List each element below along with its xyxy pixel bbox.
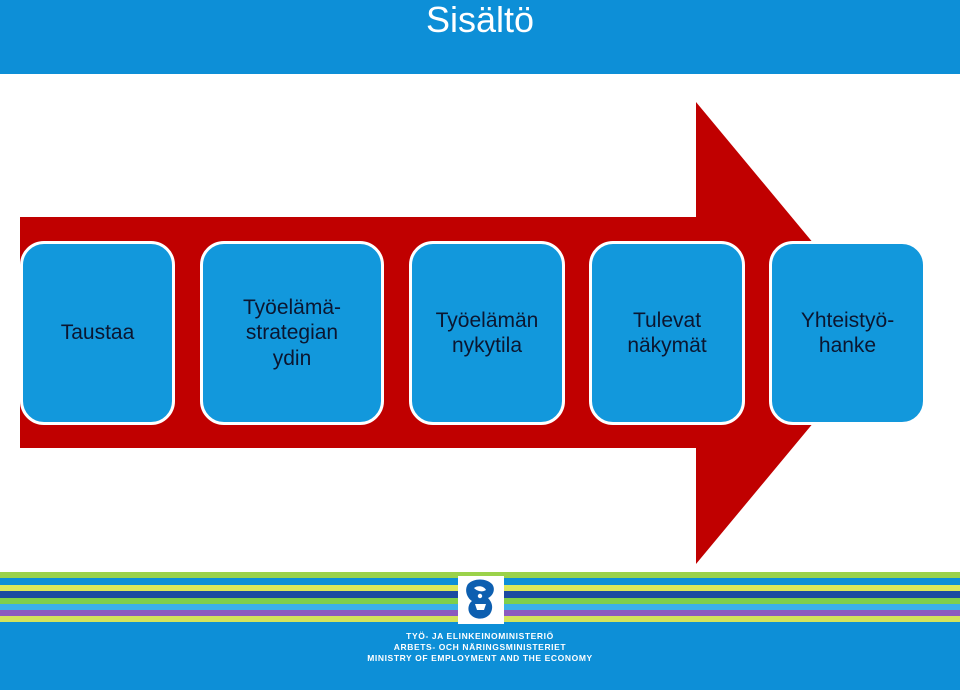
- step-box-5: Yhteistyö- hanke: [769, 241, 926, 425]
- header-bar: [0, 0, 960, 74]
- step-label-3: Työelämän nykytila: [435, 308, 539, 357]
- ministry-name-fi: TYÖ- JA ELINKEINOMINISTERIÖ: [406, 631, 554, 641]
- footer-bar: TYÖ- JA ELINKEINOMINISTERIÖ ARBETS- OCH …: [0, 626, 960, 690]
- step-label-2: Työelämä- strategian ydin: [242, 296, 342, 370]
- step-box-2: Työelämä- strategian ydin: [200, 241, 384, 425]
- slide-title: Sisältö: [425, 0, 535, 40]
- step-label-1: Taustaa: [60, 321, 135, 345]
- ministry-name-en: MINISTRY OF EMPLOYMENT AND THE ECONOMY: [367, 653, 593, 663]
- step-box-1: Taustaa: [20, 241, 175, 425]
- step-box-3: Työelämän nykytila: [409, 241, 565, 425]
- step-label-4: Tulevat näkymät: [627, 308, 707, 357]
- step-label-5: Yhteistyö- hanke: [800, 308, 895, 357]
- ministry-name-sv: ARBETS- OCH NÄRINGSMINISTERIET: [393, 642, 567, 652]
- lion-crest-icon: [458, 576, 504, 624]
- step-box-4: Tulevat näkymät: [589, 241, 745, 425]
